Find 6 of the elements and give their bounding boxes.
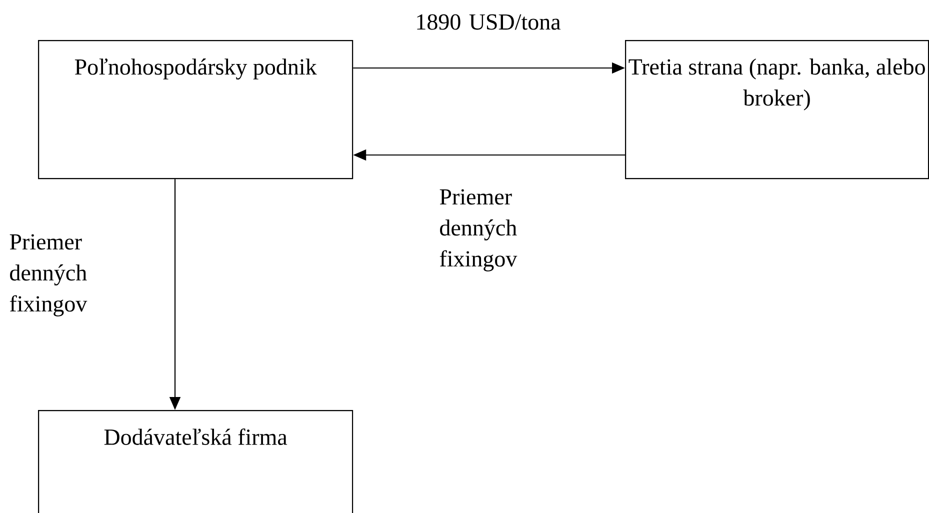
box: Poľnohospodársky podnik [38,40,354,180]
box: Tretia strana (napr. banka, alebo broker) [625,40,929,180]
box: Dodávateľská firma [38,410,354,513]
edge-label: Priemer denných fixingov [440,189,518,272]
edge-label: 1890 USD/tona [417,14,561,30]
edge-label: Priemer denných fixingov [10,234,88,316]
